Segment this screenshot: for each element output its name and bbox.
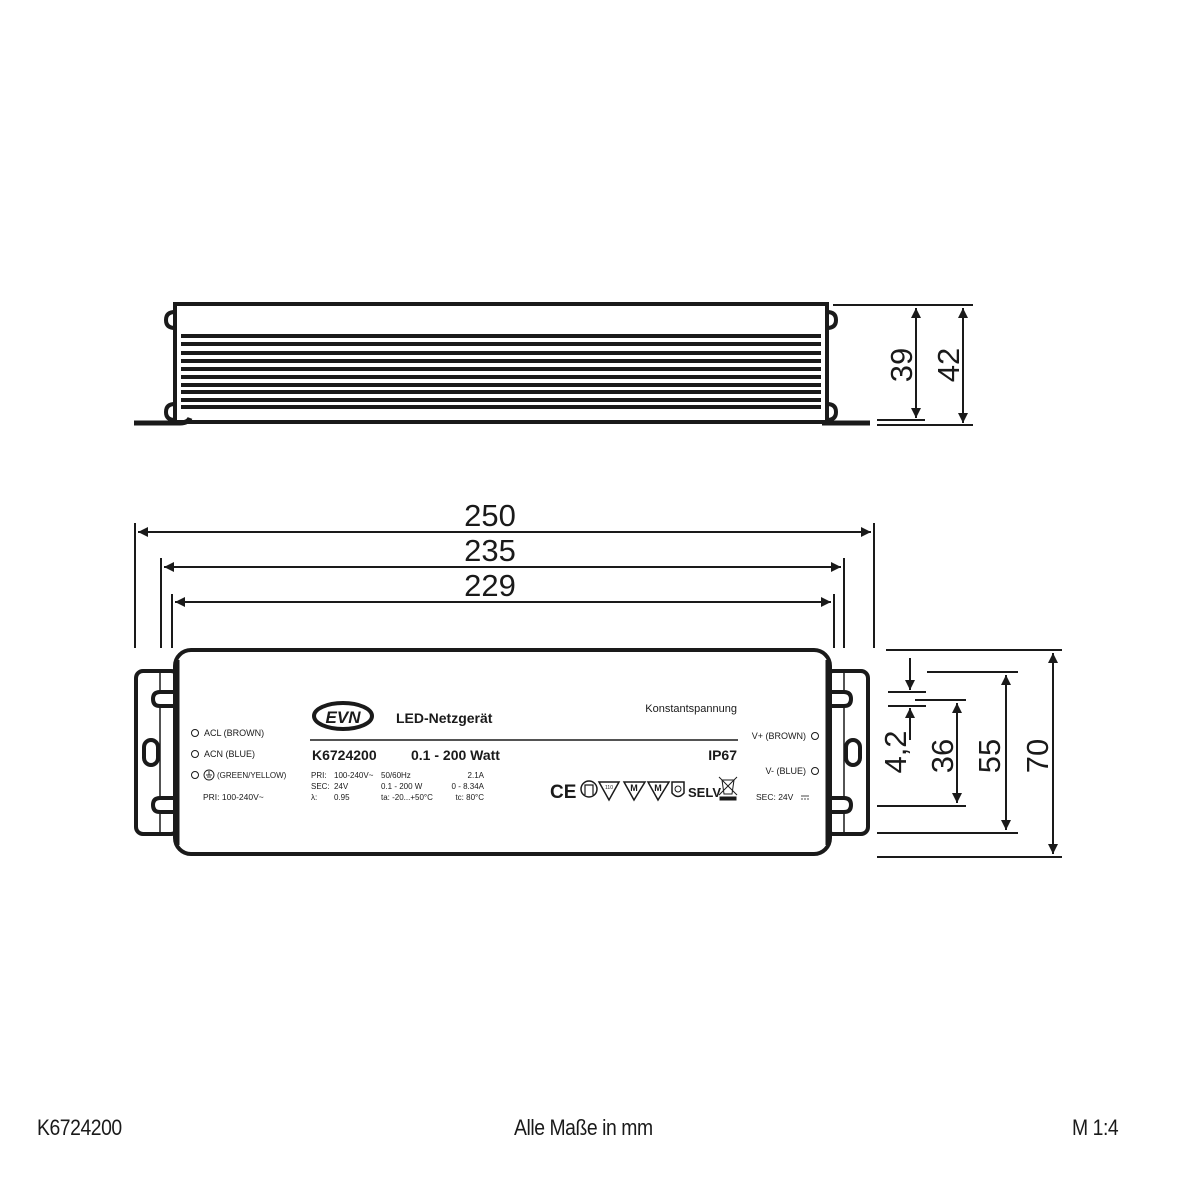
spec-table: PRI: 100-240V~ 50/60Hz 2.1A SEC: 24V 0.1…: [311, 771, 485, 802]
svg-text:100-240V~: 100-240V~: [334, 771, 374, 780]
svg-text:2.1A: 2.1A: [468, 771, 485, 780]
certification-marks: CE 110 M M SELV: [550, 776, 738, 803]
svg-text:110: 110: [605, 785, 613, 791]
svg-text:EVN: EVN: [326, 708, 362, 727]
selv-mark-icon: SELV: [688, 785, 721, 800]
footer-scale: M 1:4: [1072, 1115, 1119, 1140]
product-name: LED-Netzgerät: [396, 710, 493, 726]
input-terminals: ACL (BROWN) ACN (BLUE) (GREEN/YELLOW) PR…: [191, 728, 287, 802]
svg-text:ACN (BLUE): ACN (BLUE): [204, 749, 255, 759]
dim-hole-spacing: 36: [925, 739, 960, 773]
svg-text:PRI:: PRI:: [311, 771, 327, 780]
f-mark-icon: [580, 780, 598, 798]
svg-text:M: M: [654, 783, 662, 793]
svg-text:λ:: λ:: [311, 793, 317, 802]
temp-110-icon: [597, 781, 621, 802]
svg-text:(GREEN/YELLOW): (GREEN/YELLOW): [217, 771, 287, 780]
svg-text:V+ (BROWN): V+ (BROWN): [752, 731, 806, 741]
dim-body-length: 229: [464, 568, 516, 603]
model-number: K6724200: [312, 747, 377, 763]
dim-flange-width: 55: [972, 739, 1007, 773]
weee-bin-icon: [718, 776, 738, 801]
svg-text:0.1 - 200 W: 0.1 - 200 W: [381, 782, 423, 791]
dim-outer-height: 42: [931, 348, 966, 382]
length-dimensions: [134, 523, 875, 648]
pri-input: PRI: 100-240V~: [203, 792, 264, 802]
svg-text:ACL (BROWN): ACL (BROWN): [204, 728, 264, 738]
top-view: [134, 648, 870, 856]
output-terminals: V+ (BROWN) V- (BLUE) SEC: 24V: [752, 731, 819, 802]
m-mark-icon-2: [646, 781, 671, 802]
svg-text:ta: -20...+50°C: ta: -20...+50°C: [381, 793, 433, 802]
terminal-acl-icon: [191, 729, 199, 737]
product-type: Konstantspannung: [645, 703, 737, 715]
dim-overall-length: 250: [464, 498, 516, 533]
side-view: [134, 302, 870, 426]
terminal-ground-icon: [191, 771, 199, 779]
terminal-vplus-icon: [811, 732, 819, 740]
svg-text:tc: 80°C: tc: 80°C: [455, 793, 484, 802]
sec-output: SEC: 24V: [756, 792, 794, 802]
dim-slot-width: 4,2: [878, 730, 913, 773]
safety-transformer-icon: [671, 781, 685, 798]
terminal-vminus-icon: [811, 767, 819, 775]
dim-inner-height: 39: [884, 348, 919, 382]
m-mark-icon: [622, 781, 647, 802]
svg-text:M: M: [630, 783, 638, 793]
svg-text:0.95: 0.95: [334, 793, 350, 802]
power-rating: 0.1 - 200 Watt: [411, 747, 500, 763]
ce-mark-icon: CE: [550, 782, 576, 803]
svg-text:50/60Hz: 50/60Hz: [381, 771, 411, 780]
svg-text:V- (BLUE): V- (BLUE): [765, 766, 806, 776]
svg-text:24V: 24V: [334, 782, 349, 791]
ground-icon: [203, 769, 215, 781]
svg-text:0 - 8.34A: 0 - 8.34A: [452, 782, 485, 791]
terminal-acn-icon: [191, 750, 199, 758]
ip-rating: IP67: [708, 747, 737, 763]
dim-overall-width: 70: [1020, 739, 1055, 773]
footer-units-note: Alle Maße in mm: [514, 1115, 653, 1140]
side-view-dimensions: [833, 304, 973, 426]
svg-text:SEC:: SEC:: [311, 782, 330, 791]
cooling-fins: [181, 334, 821, 409]
footer-article-number: K6724200: [37, 1115, 122, 1140]
width-dimensions: [877, 649, 1062, 858]
dim-mounting-length: 235: [464, 533, 516, 568]
evn-logo: EVN: [312, 701, 374, 731]
